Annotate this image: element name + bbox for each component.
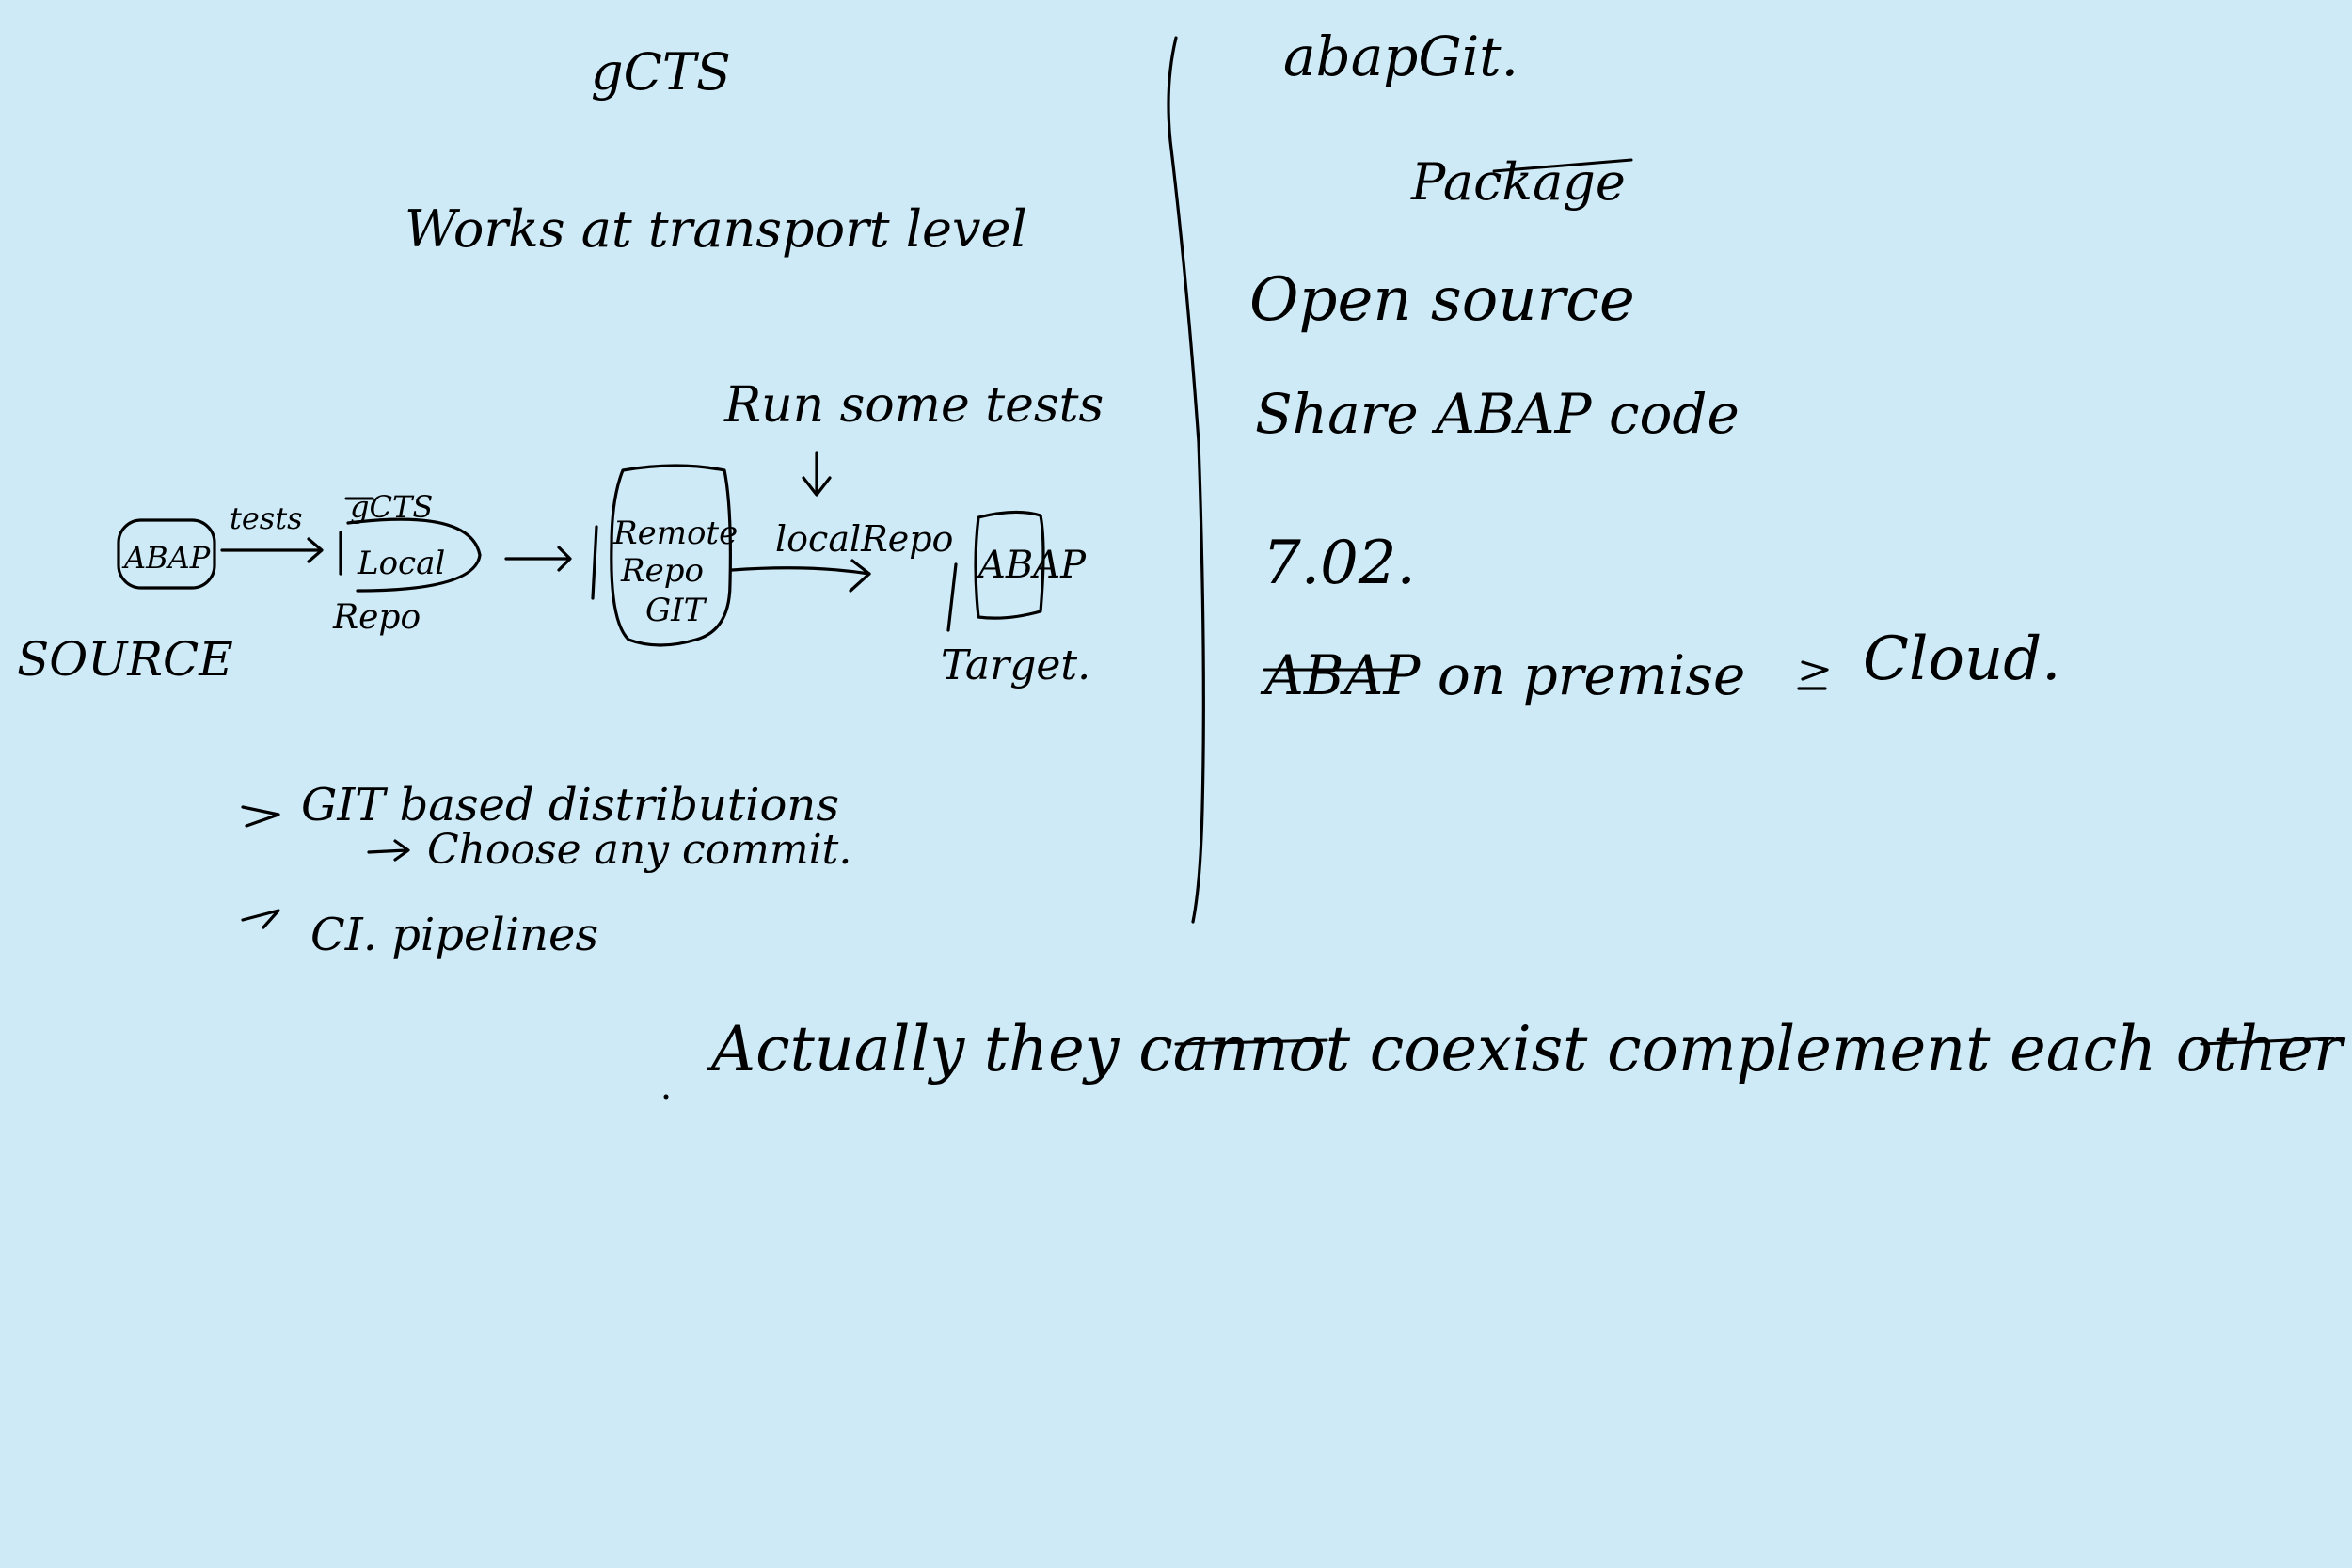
bullet-choose-commit: Choose any commit. xyxy=(427,826,851,874)
remote-repo-line2: Repo xyxy=(620,552,704,590)
run-tests-note: Run some tests xyxy=(723,377,1104,434)
source-label: SOURCE xyxy=(17,632,233,687)
target-box-label: ABAP xyxy=(975,544,1087,587)
target-label: Target. xyxy=(941,641,1090,689)
right-line-package: Package xyxy=(1410,152,1626,212)
bottom-statement: Actually they cannot coexist complement … xyxy=(706,1013,2345,1085)
arrow-local-to-remote-head xyxy=(557,546,572,572)
arrow-remote-to-target-head xyxy=(849,559,871,593)
arrow-remote-to-target-shaft xyxy=(730,566,871,576)
bullet-ci-pipelines: CI. pipelines xyxy=(310,909,598,961)
bullet1-arrow xyxy=(241,805,280,828)
remote-repo-line3: GIT xyxy=(645,592,707,629)
bullet3-arrow xyxy=(241,909,280,929)
right-line-share-abap: Share ABAP code xyxy=(1255,382,1740,446)
local-repo-box xyxy=(339,517,482,593)
tests-down-arrow-head xyxy=(802,476,832,497)
vertical-divider xyxy=(1167,36,1205,924)
arrow-abap-to-local-head xyxy=(307,537,324,563)
local-repo-box-label: Local xyxy=(357,545,445,582)
local-repo-label: Repo xyxy=(332,598,421,637)
premise-to-cloud-arrow xyxy=(1797,660,1829,690)
cannot-strike xyxy=(1174,1038,1328,1046)
target-bar xyxy=(946,562,958,632)
bullet2-arrow xyxy=(367,839,410,862)
source-abap-label: ABAP xyxy=(121,540,211,576)
bullet-git-distributions: GIT based distributions xyxy=(301,779,839,832)
gcts-subtitle: Works at transport level xyxy=(405,199,1027,259)
remote-repo-bar xyxy=(591,525,598,600)
gcts-title: gCTS xyxy=(591,42,731,102)
target-box xyxy=(974,510,1045,620)
right-line-version: 7.02. xyxy=(1263,529,1416,598)
remote-repo-line1: Remote xyxy=(612,515,738,552)
package-strike xyxy=(1492,158,1633,173)
remote-repo-box xyxy=(610,464,732,647)
arrow1-label-tests: tests xyxy=(230,500,303,536)
other-strike xyxy=(2200,1037,2335,1046)
abapgit-title: abapGit. xyxy=(1283,24,1518,88)
right-line-on-premise: ABAP on premise xyxy=(1260,643,1745,707)
right-line-cloud: Cloud. xyxy=(1863,625,2061,694)
source-abap-box xyxy=(117,518,216,590)
arrow3-label-localrepo: localRepo xyxy=(775,518,953,560)
stray-dot xyxy=(663,1094,669,1100)
right-line-open-source: Open source xyxy=(1249,265,1635,335)
